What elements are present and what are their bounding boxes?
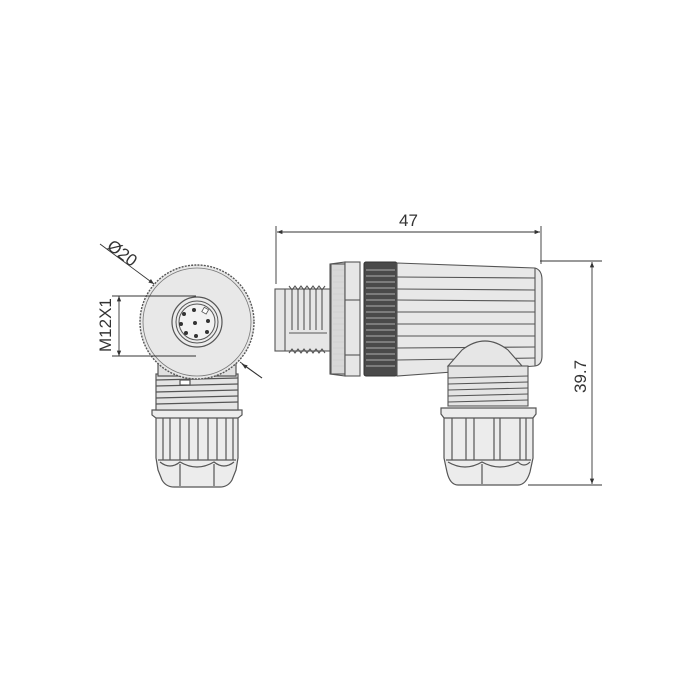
pin-contacts [179, 306, 210, 338]
knurl-ring-2 [363, 261, 398, 377]
front-thread [155, 373, 239, 411]
length-label: 47 [399, 211, 418, 230]
side-gland-nut [440, 407, 537, 486]
length-dimension [275, 226, 542, 284]
elbow-dome [446, 340, 524, 367]
side-view: 47 39.7 [274, 211, 602, 486]
height-label: 39.7 [571, 360, 590, 393]
knurl-stripes [333, 269, 395, 367]
diameter-label: Ø20 [104, 236, 141, 271]
thread-dimension [112, 295, 196, 357]
front-gland-nut [151, 409, 243, 488]
front-coupling-nut [139, 264, 255, 380]
male-thread [274, 285, 331, 354]
knurl-ring-1 [329, 261, 361, 377]
front-view: M12X1 Ø20 [96, 236, 263, 488]
diameter-dimension [99, 243, 263, 379]
height-dimension [528, 260, 602, 486]
side-thread [447, 365, 529, 407]
thread-label: M12X1 [96, 298, 115, 352]
